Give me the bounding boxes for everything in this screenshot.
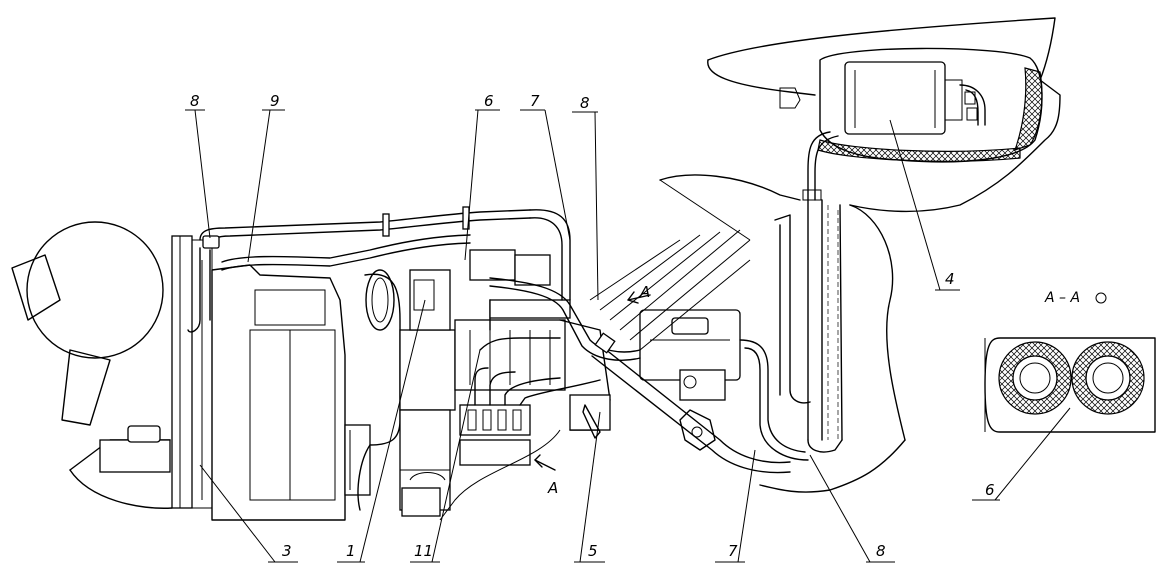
fuel-tank — [817, 47, 1043, 163]
fuel-lines-right — [774, 131, 843, 453]
callout-7a: 7 — [530, 92, 540, 110]
section-title: А – А — [1044, 290, 1080, 306]
callout-4: 4 — [945, 270, 955, 288]
callout-7b: 7 — [728, 542, 738, 560]
section-aa: А – А — [984, 290, 1156, 433]
section-mark-top: А — [639, 283, 650, 301]
section-marks: А А — [534, 283, 651, 497]
section-mark-bottom: А — [547, 479, 558, 497]
callout-8b: 8 — [580, 94, 590, 112]
callout-6b: 6 — [985, 481, 995, 499]
callout-3: 3 — [282, 542, 292, 560]
callout-11: 11 — [414, 542, 433, 560]
section-circle-icon — [1095, 292, 1107, 304]
injection-pump — [454, 249, 611, 466]
callout-8c: 8 — [876, 542, 886, 560]
callout-5: 5 — [588, 542, 598, 560]
callout-8a: 8 — [190, 92, 200, 110]
fuel-hoses — [187, 206, 791, 474]
callout-9: 9 — [270, 92, 280, 110]
callout-6a: 6 — [484, 92, 494, 110]
guard-and-lever — [439, 174, 801, 521]
radiator-fan — [11, 221, 213, 509]
fuel-filter — [639, 309, 809, 461]
callouts: 8 9 6 7 8 4 3 1 11 5 — [185, 92, 1071, 563]
callout-1: 1 — [346, 542, 356, 560]
engine-block — [211, 264, 456, 521]
